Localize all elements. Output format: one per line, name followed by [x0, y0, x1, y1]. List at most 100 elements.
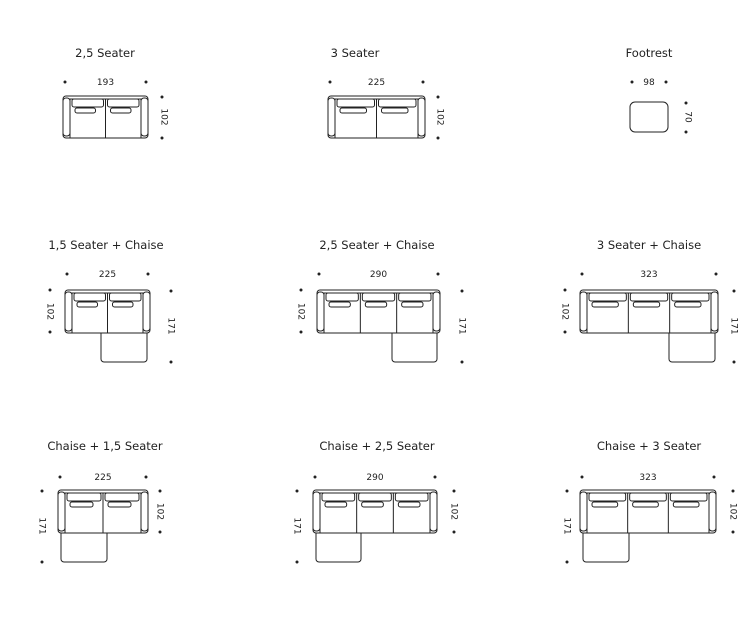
dimension-dot	[65, 272, 69, 276]
dimension-dot	[684, 101, 688, 105]
armrest-right	[140, 97, 149, 137]
back-cushion	[73, 292, 106, 302]
depth-label: 102	[449, 503, 459, 520]
dimension-dot	[563, 288, 567, 292]
dimension-dot	[169, 360, 173, 364]
pillow	[69, 501, 94, 508]
pillow	[381, 107, 409, 114]
pillow	[632, 501, 659, 508]
width-label: 225	[99, 270, 116, 280]
dimension-dot	[565, 489, 569, 493]
dimension-dot	[684, 130, 688, 134]
armrest-right	[417, 97, 426, 137]
chaise-length-label: 171	[457, 317, 467, 334]
back-cushion	[361, 292, 396, 302]
back-cushion	[398, 292, 432, 302]
chaise-length-label: 171	[562, 517, 572, 534]
width-label: 323	[639, 473, 656, 483]
armrest-right	[142, 291, 151, 332]
dimension-dot	[436, 272, 440, 276]
layout-title: Chaise + 1,5 Seater	[47, 439, 163, 453]
back-cushion	[629, 292, 669, 302]
width-label: 225	[94, 473, 111, 483]
chaise-length-label: 171	[37, 517, 47, 534]
chaise-length-label: 171	[292, 517, 302, 534]
depth-label: 102	[560, 303, 570, 320]
armrest-left	[327, 97, 336, 137]
dimension-dot	[144, 80, 148, 84]
layout-title: 3 Seater	[331, 46, 380, 60]
back-cushion	[336, 98, 375, 108]
dimension-dot	[317, 272, 321, 276]
dimension-dot	[580, 475, 584, 479]
dimension-dot	[712, 475, 716, 479]
layout-title: Footrest	[626, 46, 673, 60]
layout-title: Chaise + 3 Seater	[597, 439, 702, 453]
armrest-left	[579, 491, 588, 532]
dimension-dot	[295, 560, 299, 564]
pillow	[328, 301, 351, 308]
chaise-length-label: 171	[166, 317, 176, 334]
dimension-dot	[452, 489, 456, 493]
chaise-length-label: 171	[729, 317, 739, 334]
back-cushion	[588, 292, 627, 302]
pillow	[674, 301, 702, 308]
pillow	[632, 301, 661, 308]
armrest-left	[62, 97, 71, 137]
armrest-left	[579, 291, 588, 332]
dimension-dot	[452, 530, 456, 534]
back-cushion	[394, 492, 429, 502]
depth-label: 102	[435, 108, 445, 125]
armrest-right	[710, 291, 719, 332]
back-cushion	[378, 98, 417, 108]
back-cushion	[629, 492, 667, 502]
dimension-dot	[563, 330, 567, 334]
dimension-dot	[731, 530, 735, 534]
layout-title: 2,5 Seater	[75, 46, 135, 60]
back-cushion	[71, 98, 104, 108]
armrest-left	[312, 491, 321, 532]
back-cushion	[109, 292, 142, 302]
pillow	[74, 107, 96, 114]
width-label: 290	[370, 270, 387, 280]
pillow	[110, 107, 132, 114]
dimension-dot	[299, 330, 303, 334]
armrest-right	[432, 291, 441, 332]
back-cushion	[321, 492, 356, 502]
dimension-dot	[460, 360, 464, 364]
armrest-left	[57, 491, 66, 532]
back-cushion	[107, 98, 140, 108]
pillow	[112, 301, 134, 308]
depth-label: 102	[728, 503, 738, 520]
dimension-dot	[732, 360, 736, 364]
back-cushion	[325, 292, 359, 302]
depth-label: 70	[683, 111, 693, 123]
footrest-shape	[629, 101, 669, 133]
depth-label: 102	[296, 303, 306, 320]
layout-title: 1,5 Seater + Chaise	[48, 238, 163, 252]
width-label: 193	[97, 78, 114, 88]
dimension-dot	[40, 489, 44, 493]
dimension-dot	[144, 475, 148, 479]
dimension-dot	[436, 136, 440, 140]
pillow	[591, 501, 619, 508]
pillow	[361, 501, 384, 508]
dimension-dot	[40, 560, 44, 564]
dimension-dot	[433, 475, 437, 479]
layout-title: 3 Seater + Chaise	[597, 238, 701, 252]
dimension-dot	[160, 136, 164, 140]
sofa-layout-9: Chaise + 3 Seater 323 171 102	[562, 439, 738, 564]
pillow	[324, 501, 348, 508]
dimension-dot	[732, 289, 736, 293]
pillow	[401, 301, 424, 308]
pillow	[339, 107, 367, 114]
dimension-dot	[714, 272, 718, 276]
dimension-dot	[313, 475, 317, 479]
dimension-dot	[295, 489, 299, 493]
back-cushion	[104, 492, 140, 502]
depth-label: 102	[155, 503, 165, 520]
